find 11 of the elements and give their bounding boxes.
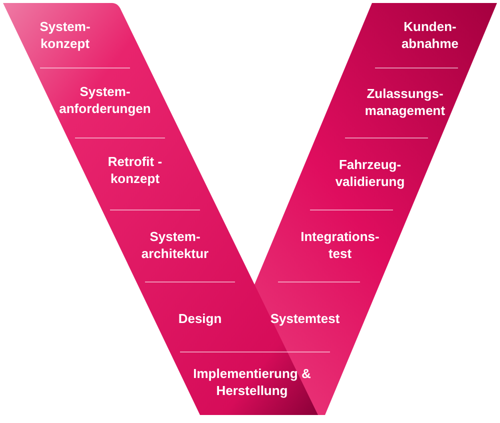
phase-label: Systemtest <box>255 310 355 326</box>
phase-label: Fahrzeug- validierung <box>310 156 430 190</box>
phase-label: System- anforderungen <box>40 83 170 117</box>
phase-label: System- konzept <box>25 18 105 52</box>
phase-label: Design <box>150 310 250 326</box>
phase-label: Kunden- abnahme <box>375 18 485 52</box>
phase-label: System- architektur <box>120 228 230 262</box>
phase-label: Integrations- test <box>292 228 388 262</box>
phase-label: Implementierung & Herstellung <box>177 365 327 399</box>
phase-label: Zulassungs- management <box>345 85 465 119</box>
phase-label: Retrofit - konzept <box>95 153 175 187</box>
